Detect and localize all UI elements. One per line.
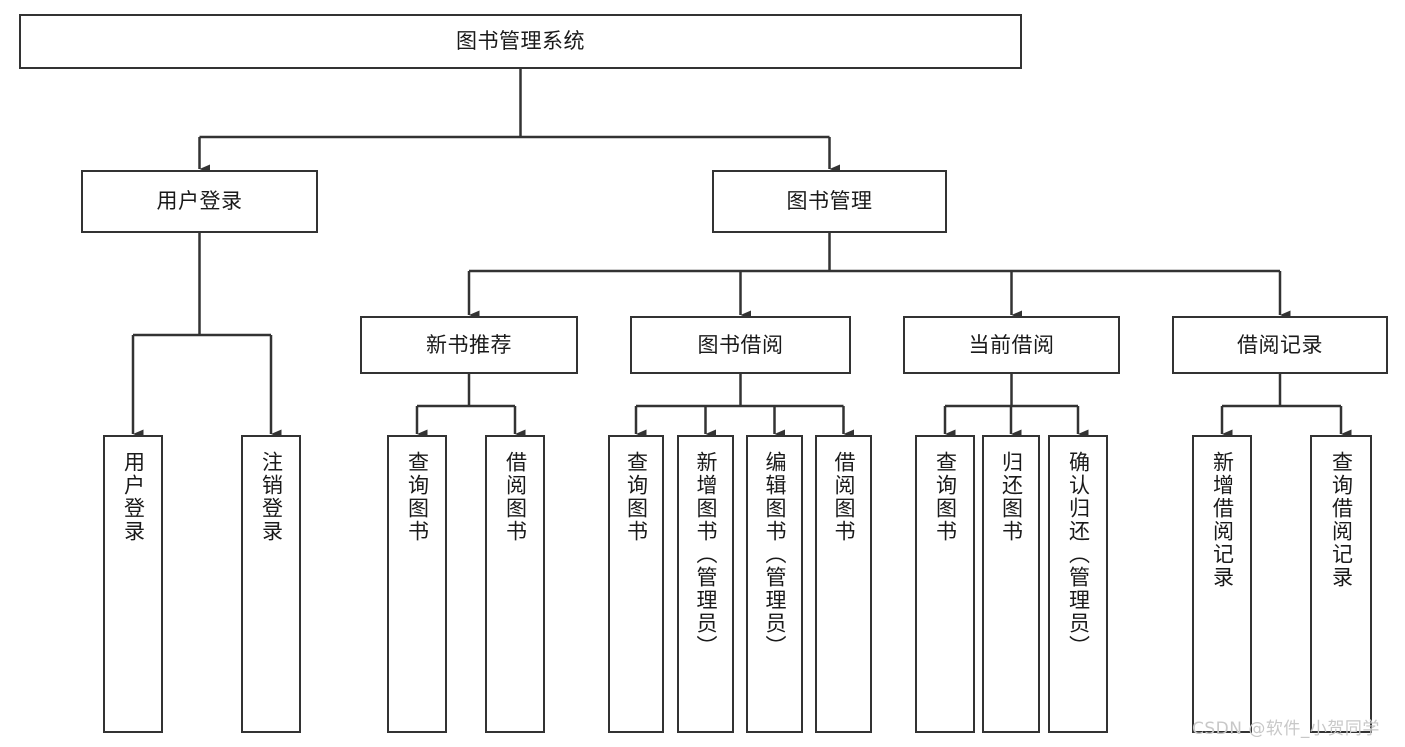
node-label: 注销登录 bbox=[259, 451, 284, 543]
node-leaf-query-1: 查询图书 bbox=[387, 435, 447, 733]
node-user-login: 用户登录 bbox=[81, 170, 318, 233]
node-label: 借阅图书 bbox=[832, 451, 856, 543]
node-label: 图书管理系统 bbox=[456, 29, 585, 54]
watermark: CSDN @软件_小贺同学 bbox=[1192, 719, 1380, 739]
node-label: 新书推荐 bbox=[426, 332, 512, 357]
node-leaf-query-3: 查询图书 bbox=[915, 435, 975, 733]
node-label: 确认归还（管理员） bbox=[1066, 451, 1091, 658]
node-label: 查询图书 bbox=[624, 451, 649, 543]
node-label: 当前借阅 bbox=[968, 332, 1055, 357]
node-leaf-confirm: 确认归还（管理员） bbox=[1048, 435, 1108, 733]
node-label: 图书借阅 bbox=[697, 332, 784, 357]
node-root: 图书管理系统 bbox=[19, 14, 1022, 69]
node-label: 借阅记录 bbox=[1237, 332, 1323, 357]
node-label: 用户登录 bbox=[156, 189, 243, 214]
edge-group bbox=[131, 69, 1352, 439]
node-leaf-borrow-2: 借阅图书 bbox=[815, 435, 872, 733]
node-label: 编辑图书（管理员） bbox=[763, 451, 787, 658]
node-leaf-borrow-1: 借阅图书 bbox=[485, 435, 545, 733]
node-leaf-return: 归还图书 bbox=[982, 435, 1040, 733]
node-label: 图书管理 bbox=[786, 189, 873, 214]
node-book-manage: 图书管理 bbox=[712, 170, 947, 233]
node-leaf-edit-book: 编辑图书（管理员） bbox=[746, 435, 803, 733]
node-label: 查询图书 bbox=[933, 451, 958, 543]
node-leaf-user-login: 用户登录 bbox=[103, 435, 163, 733]
node-label: 查询借阅记录 bbox=[1329, 451, 1354, 589]
node-label: 用户登录 bbox=[121, 451, 146, 543]
node-current-borrow: 当前借阅 bbox=[903, 316, 1120, 374]
node-label: 借阅图书 bbox=[503, 451, 528, 543]
node-leaf-query-2: 查询图书 bbox=[608, 435, 664, 733]
node-label: 新增借阅记录 bbox=[1210, 451, 1235, 589]
node-label: 查询图书 bbox=[405, 451, 430, 543]
node-book-borrow: 图书借阅 bbox=[630, 316, 851, 374]
node-new-book-rec: 新书推荐 bbox=[360, 316, 578, 374]
node-leaf-logout: 注销登录 bbox=[241, 435, 301, 733]
node-leaf-query-rec: 查询借阅记录 bbox=[1310, 435, 1372, 733]
node-borrow-record: 借阅记录 bbox=[1172, 316, 1388, 374]
node-leaf-add-book: 新增图书（管理员） bbox=[677, 435, 734, 733]
node-label: 新增图书（管理员） bbox=[694, 451, 718, 658]
node-leaf-add-rec: 新增借阅记录 bbox=[1192, 435, 1252, 733]
node-label: 归还图书 bbox=[999, 451, 1024, 543]
